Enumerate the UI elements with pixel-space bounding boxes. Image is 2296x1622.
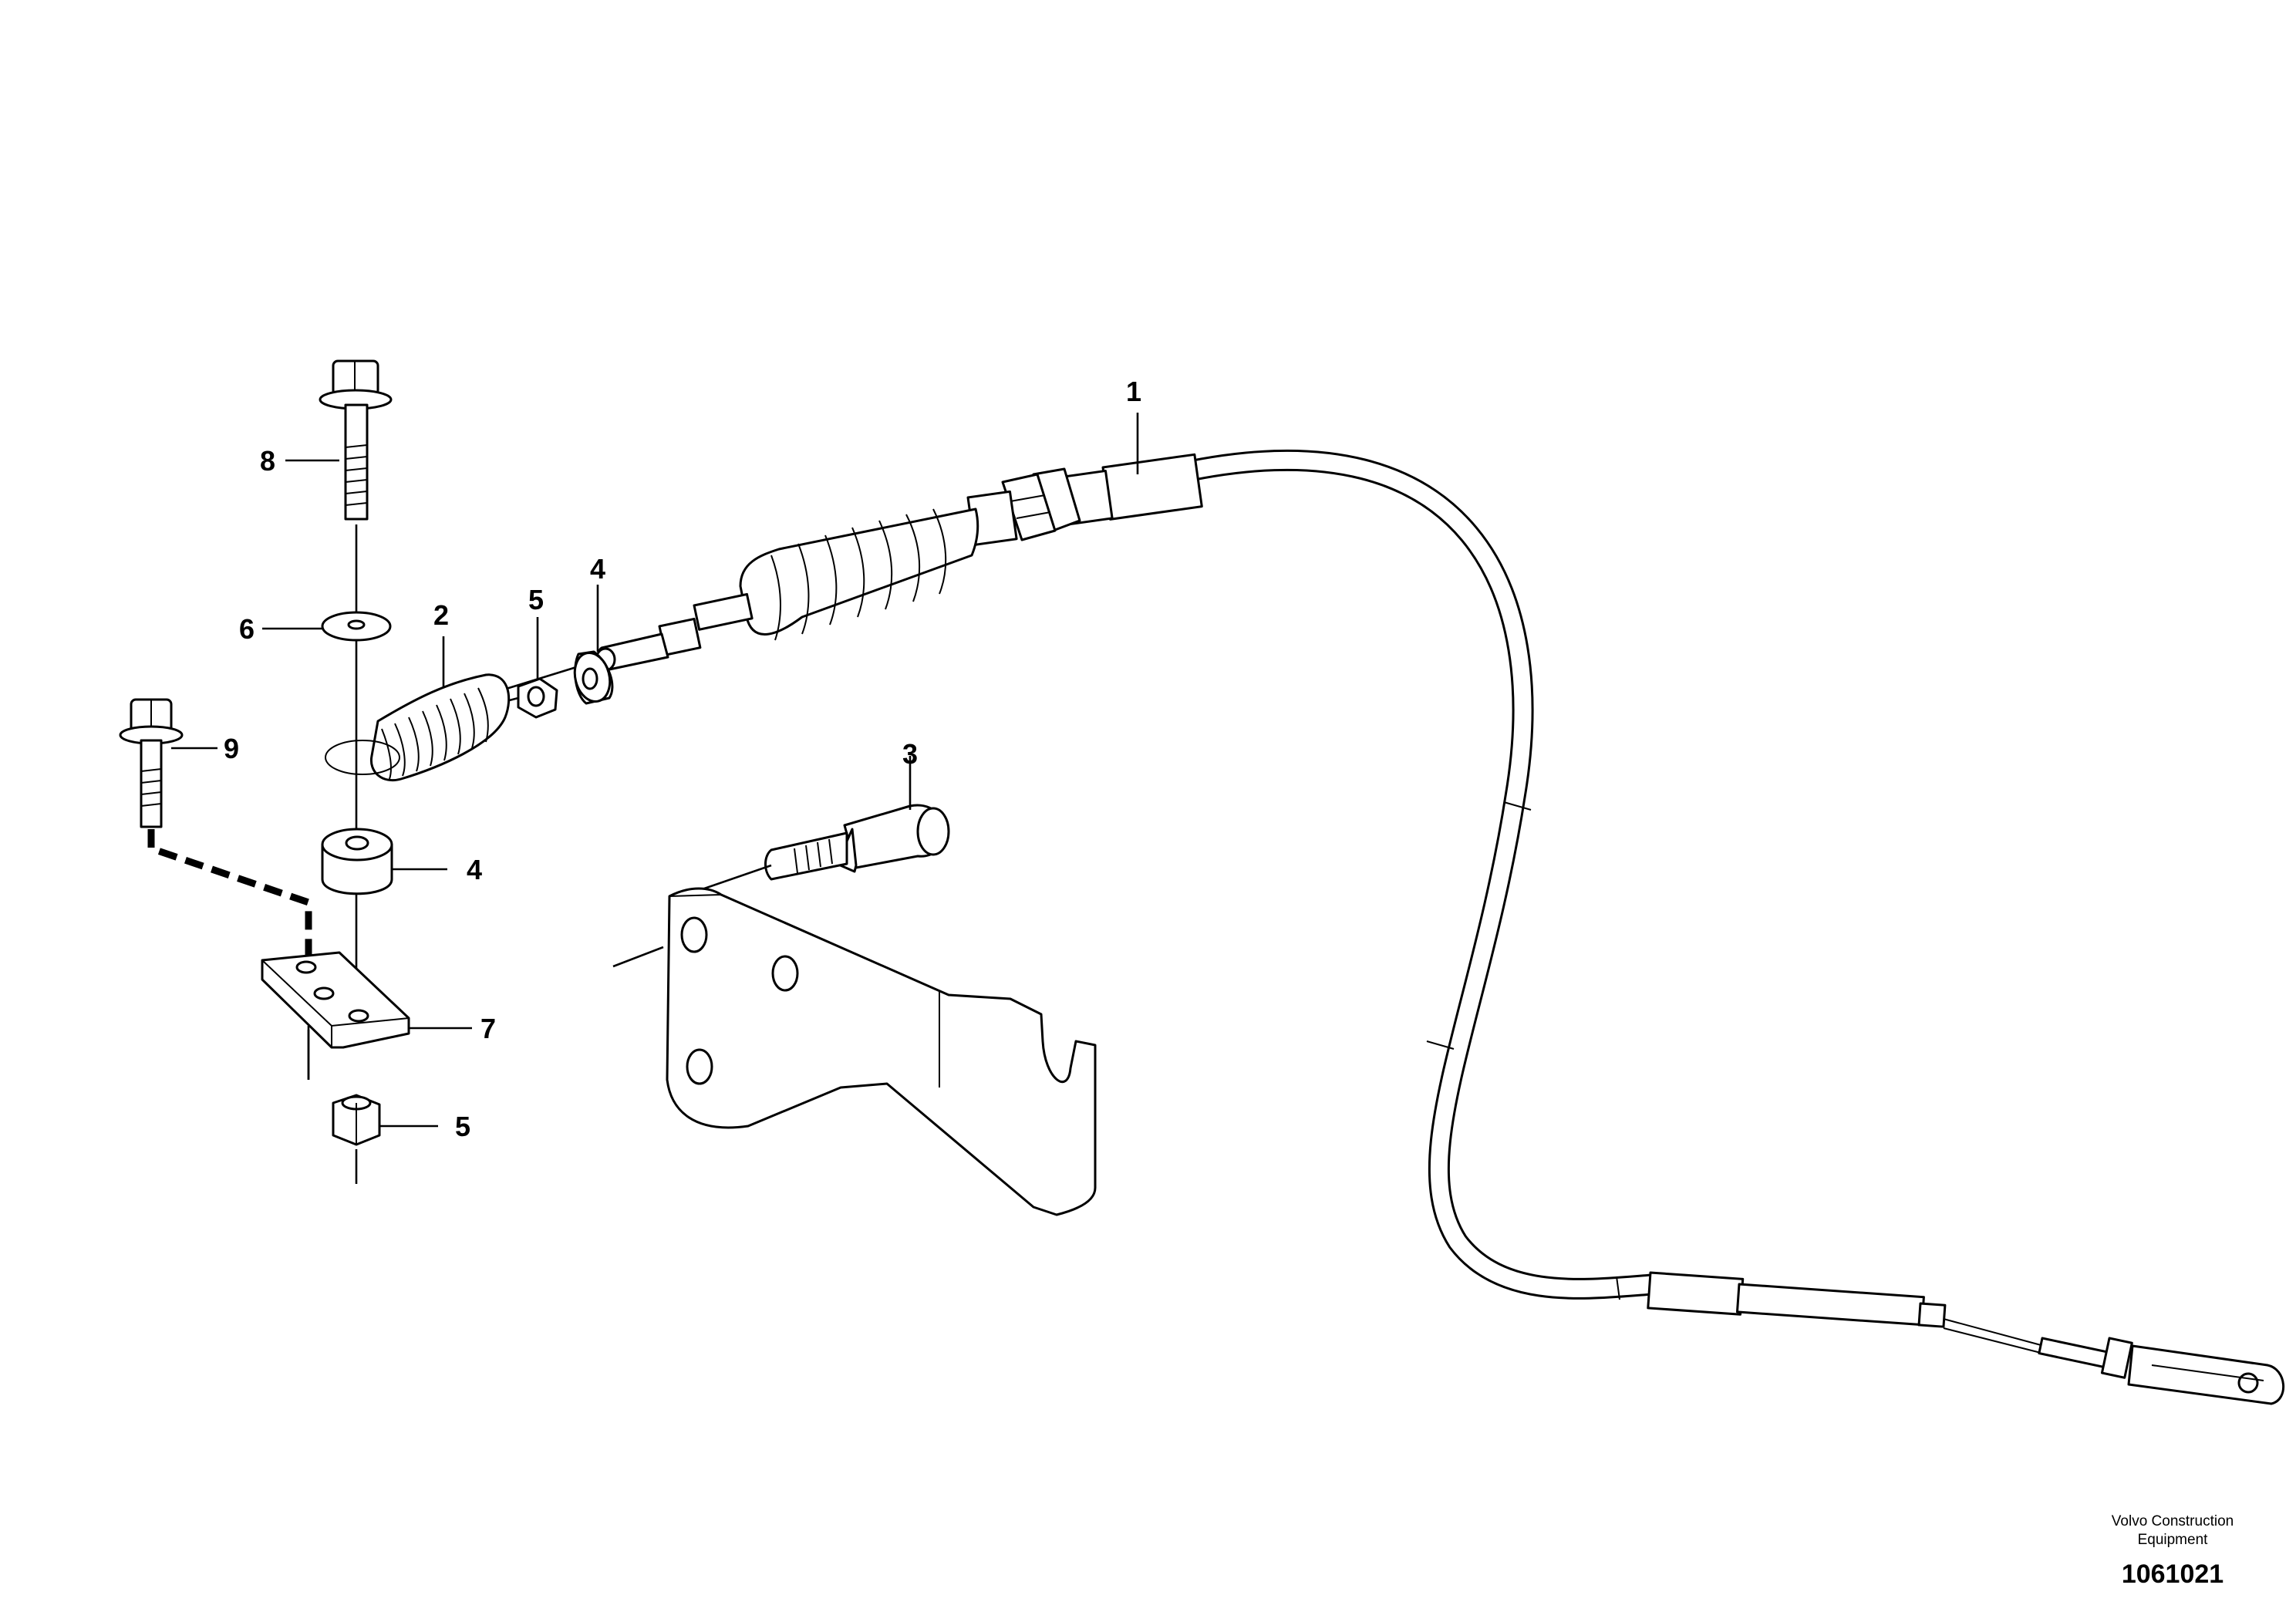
bolt-bracket bbox=[764, 804, 950, 881]
nut-lower bbox=[332, 1094, 381, 1146]
control-cable bbox=[595, 449, 2284, 1405]
callout-2: 2 bbox=[433, 599, 449, 631]
callout-5-upper: 5 bbox=[528, 584, 544, 615]
callout-6: 6 bbox=[239, 613, 255, 645]
callout-5-lower: 5 bbox=[455, 1111, 470, 1142]
callout-9: 9 bbox=[224, 733, 239, 764]
nut-upper bbox=[497, 677, 558, 719]
mounting-plate bbox=[261, 951, 410, 1049]
bolt-left bbox=[119, 698, 184, 828]
callout-7: 7 bbox=[480, 1013, 496, 1044]
company-name-line1: Volvo Construction bbox=[2112, 1513, 2234, 1529]
callout-4-lower: 4 bbox=[467, 854, 482, 885]
callout-4-upper: 4 bbox=[590, 553, 605, 585]
callout-8: 8 bbox=[260, 445, 275, 477]
leader-lines bbox=[171, 413, 1139, 1128]
callout-1: 1 bbox=[1126, 376, 1141, 407]
hidden-line bbox=[147, 829, 312, 964]
bolt-upper bbox=[319, 359, 393, 521]
tension-spring bbox=[325, 673, 511, 781]
bracket bbox=[666, 887, 1097, 1216]
drawing-number: 1061021 bbox=[2122, 1560, 2224, 1589]
axis-line bbox=[612, 946, 664, 968]
callout-3: 3 bbox=[902, 738, 918, 770]
bushing-upper bbox=[573, 650, 614, 705]
company-name-line2: Equipment bbox=[2138, 1532, 2209, 1548]
bushing-lower bbox=[321, 828, 393, 895]
washer bbox=[321, 611, 392, 642]
